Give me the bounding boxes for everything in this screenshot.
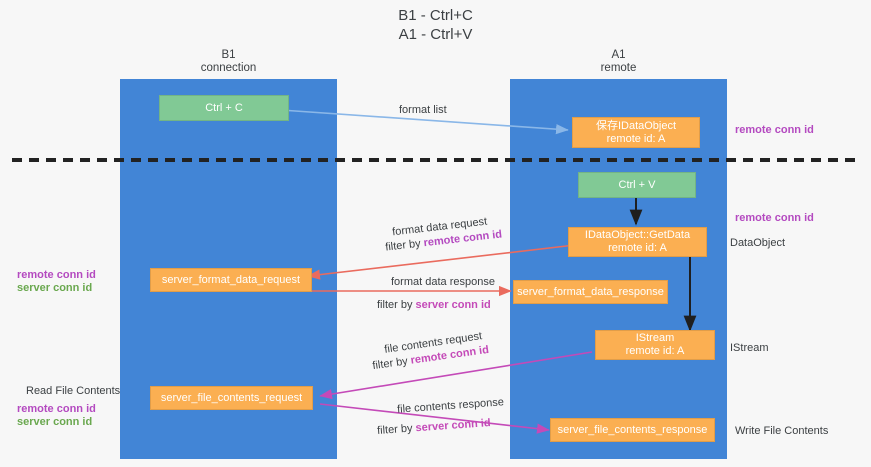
server-conn-id-text-2: server conn id (415, 417, 492, 435)
label-format-list: format list (399, 104, 447, 116)
box-istream-line2: remote id: A (625, 345, 685, 357)
box-getdata-line2: remote id: A (608, 242, 667, 254)
box-ctrl-v-label: Ctrl + V (618, 178, 656, 191)
filter-by-text-1: filter by (384, 237, 422, 254)
box-ctrl-v[interactable]: Ctrl + V (578, 172, 696, 198)
column-header-a1-sub: remote (600, 62, 637, 74)
box-idataobject-line2: remote id: A (606, 132, 666, 145)
title-line-1: B1 - Ctrl+C (398, 7, 473, 24)
box-istream-line1: IStream (635, 332, 675, 344)
label-file-contents-response: file contents response (396, 396, 505, 416)
left-label-remote-conn-id-2: remote conn id (17, 403, 96, 415)
box-server-file-contents-response[interactable]: server_file_contents_response (550, 418, 715, 442)
filter-by-text-4: filter by (376, 422, 413, 437)
label-format-data-response-filter: filter by server conn id (377, 298, 491, 312)
label-format-data-response: format data response (391, 276, 495, 288)
left-label-server-conn-id-2: server conn id (17, 416, 93, 428)
left-label-server-conn-id-1: server conn id (17, 282, 93, 294)
box-idataobject[interactable]: 保存IDataObject remote id: A (572, 117, 700, 148)
side-label-istream: IStream (730, 342, 769, 354)
title-line-2: A1 - Ctrl+V (398, 26, 473, 43)
box-getdata[interactable]: IDataObject::GetData remote id: A (568, 227, 707, 257)
column-header-b1-name: B1 (221, 49, 236, 61)
box-server-format-data-response[interactable]: server_format_data_response (513, 280, 668, 304)
side-label-write-file-contents: Write File Contents (735, 425, 829, 437)
column-header-b1-sub: connection (200, 62, 257, 74)
box-server-format-data-request[interactable]: server_format_data_request (150, 268, 312, 292)
filter-by-text-2: filter by (377, 299, 413, 311)
box-istream[interactable]: IStream remote id: A (595, 330, 715, 360)
column-header-b1: B1 connection (120, 49, 337, 75)
label-file-contents-response-filter: filter by server conn id (377, 416, 491, 438)
side-label-data-object: DataObject (730, 237, 786, 249)
box-server-format-data-response-label: server_format_data_response (517, 285, 664, 298)
left-label-remote-conn-id-1: remote conn id (17, 269, 96, 281)
box-ctrl-c[interactable]: Ctrl + C (159, 95, 289, 121)
box-server-file-contents-response-label: server_file_contents_response (557, 423, 708, 436)
side-label-remote-conn-id-top: remote conn id (735, 124, 814, 136)
box-ctrl-c-label: Ctrl + C (205, 101, 243, 114)
server-conn-id-text-1: server conn id (415, 299, 491, 311)
side-label-remote-conn-id-mid: remote conn id (735, 212, 814, 224)
box-getdata-line1: IDataObject::GetData (584, 229, 691, 241)
filter-by-text-3: filter by (371, 355, 409, 373)
box-server-format-data-request-label: server_format_data_request (161, 273, 301, 286)
column-header-a1-name: A1 (611, 49, 626, 61)
column-header-a1: A1 remote (510, 49, 727, 75)
page-title: B1 - Ctrl+C A1 - Ctrl+V (0, 6, 871, 44)
box-server-file-contents-request-label: server_file_contents_request (160, 391, 303, 404)
box-idataobject-line1: 保存IDataObject (595, 119, 677, 132)
left-label-read-file-contents: Read File Contents (26, 385, 121, 397)
box-server-file-contents-request[interactable]: server_file_contents_request (150, 386, 313, 410)
